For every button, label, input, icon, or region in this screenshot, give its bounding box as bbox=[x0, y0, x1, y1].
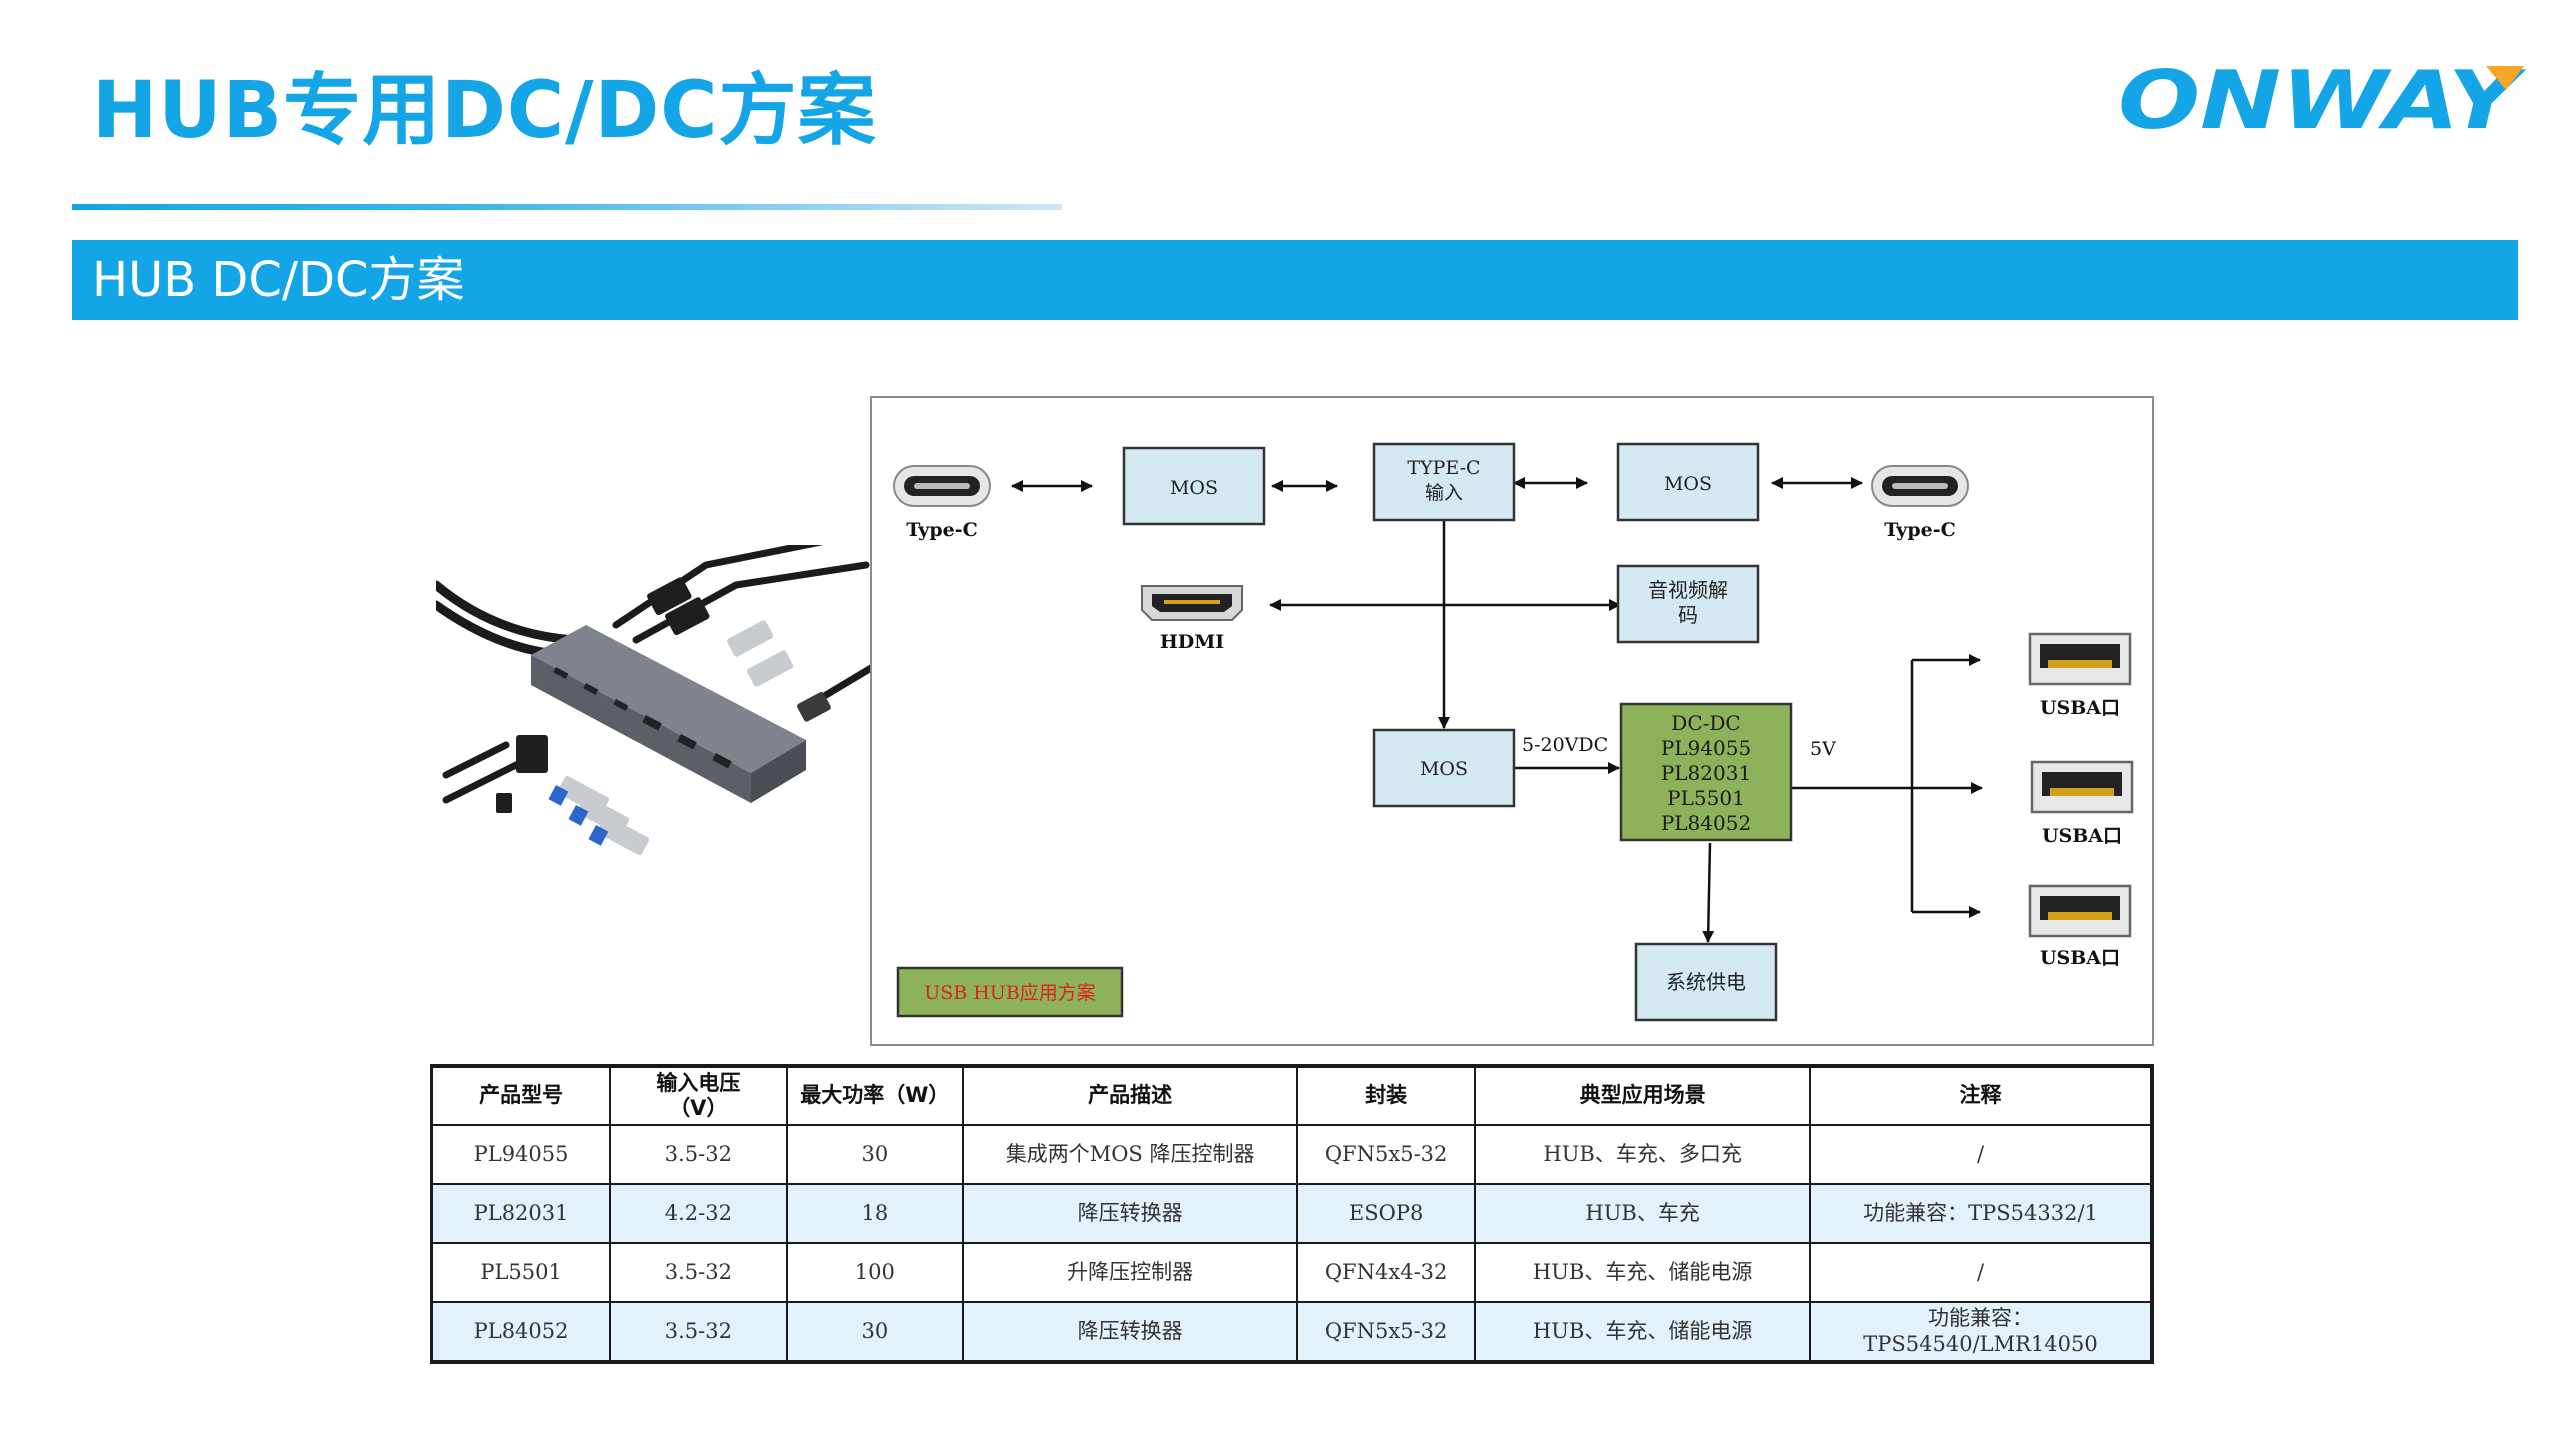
typec-left-icon bbox=[893, 465, 991, 507]
usba-label-2: USBA口 bbox=[2042, 825, 2122, 847]
block-diagram: Type-C Type-C HDMI MOS TYPE-C 输入 MOS 音视频… bbox=[870, 396, 2154, 1046]
cell-description: 降压转换器 bbox=[962, 1183, 1299, 1244]
table-row: PL82031 4.2-32 18 降压转换器 ESOP8 HUB、车充 功能兼… bbox=[430, 1183, 2153, 1244]
cell-model: PL5501 bbox=[430, 1242, 612, 1303]
mos-left-label: MOS bbox=[1170, 477, 1218, 499]
cell-application: HUB、车充、储能电源 bbox=[1474, 1242, 1812, 1303]
logo-accent-icon bbox=[2486, 66, 2524, 90]
section-title: HUB DC/DC方案 bbox=[92, 252, 465, 308]
cell-description: 升降压控制器 bbox=[962, 1242, 1299, 1303]
dcdc-line-2: PL94055 bbox=[1661, 736, 1751, 760]
cell-notes: 功能兼容：TPS54332/1 bbox=[1809, 1183, 2153, 1244]
dcdc-line-4: PL5501 bbox=[1667, 786, 1745, 810]
sd-card-icon bbox=[496, 735, 548, 813]
table-header-row: 产品型号 输入电压 （V） 最大功率（W） 产品描述 封装 典型应用场景 注释 bbox=[430, 1065, 2153, 1126]
typec-input-label-1: TYPE-C bbox=[1407, 457, 1480, 479]
cell-max-power: 100 bbox=[785, 1242, 965, 1303]
cell-model: PL94055 bbox=[430, 1124, 612, 1185]
typec-right-label: Type-C bbox=[1884, 519, 1955, 541]
av-decode-label-2: 码 bbox=[1678, 603, 1698, 627]
usba-port-1-icon bbox=[2028, 632, 2132, 686]
cell-description: 降压转换器 bbox=[962, 1301, 1299, 1363]
system-power-label: 系统供电 bbox=[1666, 970, 1746, 994]
header-notes: 注释 bbox=[1809, 1065, 2153, 1126]
table-row: PL84052 3.5-32 30 降压转换器 QFN5x5-32 HUB、车充… bbox=[430, 1301, 2153, 1363]
product-spec-table: 产品型号 输入电压 （V） 最大功率（W） 产品描述 封装 典型应用场景 注释 … bbox=[430, 1064, 2154, 1364]
cell-description: 集成两个MOS 降压控制器 bbox=[962, 1124, 1299, 1185]
hdmi-label: HDMI bbox=[1160, 631, 1224, 653]
cell-package: QFN5x5-32 bbox=[1296, 1301, 1477, 1363]
vout-label: 5V bbox=[1810, 738, 1836, 760]
usb-hub-product-image bbox=[436, 545, 876, 856]
cell-notes: / bbox=[1809, 1242, 2153, 1303]
cell-model: PL82031 bbox=[430, 1183, 612, 1244]
typec-right-icon bbox=[1871, 465, 1969, 507]
legend-box bbox=[896, 966, 1124, 1018]
av-decode-box bbox=[1616, 564, 1760, 644]
cell-max-power: 30 bbox=[785, 1124, 965, 1185]
table-row: PL5501 3.5-32 100 升降压控制器 QFN4x4-32 HUB、车… bbox=[430, 1242, 2153, 1303]
typec-left-label: Type-C bbox=[906, 519, 977, 541]
hdmi-port-icon bbox=[1141, 585, 1243, 621]
page-title: HUB专用DC/DC方案 bbox=[92, 66, 877, 156]
hdmi-plugs-icon bbox=[647, 577, 710, 636]
legend-label: USB HUB应用方案 bbox=[924, 982, 1096, 1004]
cell-notes: 功能兼容： TPS54540/LMR14050 bbox=[1809, 1301, 2153, 1363]
typec-input-box bbox=[1372, 442, 1516, 522]
header-package: 封装 bbox=[1296, 1065, 1477, 1126]
header-max-power: 最大功率（W） bbox=[785, 1065, 965, 1126]
mos-left-box bbox=[1122, 446, 1266, 526]
cell-input-voltage: 3.5-32 bbox=[609, 1242, 788, 1303]
cell-input-voltage: 3.5-32 bbox=[609, 1124, 788, 1185]
section-header: HUB DC/DC方案 bbox=[72, 240, 2518, 320]
cell-input-voltage: 4.2-32 bbox=[609, 1183, 788, 1244]
vin-range-label: 5-20VDC bbox=[1522, 734, 1608, 756]
mos-right-label: MOS bbox=[1664, 473, 1712, 495]
usba-port-3-icon bbox=[2028, 884, 2132, 938]
dcdc-line-3: PL82031 bbox=[1661, 761, 1751, 785]
cell-max-power: 30 bbox=[785, 1301, 965, 1363]
cell-input-voltage: 3.5-32 bbox=[609, 1301, 788, 1363]
usba-label-1: USBA口 bbox=[2040, 697, 2120, 719]
cell-model: PL84052 bbox=[430, 1301, 612, 1363]
cell-max-power: 18 bbox=[785, 1183, 965, 1244]
mos-mid-box bbox=[1372, 728, 1516, 808]
header-application: 典型应用场景 bbox=[1474, 1065, 1812, 1126]
hub-body-icon bbox=[531, 625, 806, 803]
dcdc-line-1: DC-DC bbox=[1671, 711, 1740, 735]
typec-input-label-2: 输入 bbox=[1425, 482, 1463, 504]
system-power-box bbox=[1634, 942, 1778, 1022]
cell-notes: / bbox=[1809, 1124, 2153, 1185]
dcdc-box bbox=[1619, 702, 1793, 842]
header-description: 产品描述 bbox=[962, 1065, 1299, 1126]
header-model: 产品型号 bbox=[430, 1065, 612, 1126]
usba-port-2-icon bbox=[2030, 760, 2134, 814]
usb-sticks-icon bbox=[548, 620, 831, 856]
usba-label-3: USBA口 bbox=[2040, 947, 2120, 969]
cell-application: HUB、车充、储能电源 bbox=[1474, 1301, 1812, 1363]
av-decode-label-1: 音视频解 bbox=[1648, 578, 1728, 602]
cell-application: HUB、车充 bbox=[1474, 1183, 1812, 1244]
table-row: PL94055 3.5-32 30 集成两个MOS 降压控制器 QFN5x5-3… bbox=[430, 1124, 2153, 1185]
logo-text: ONWAY bbox=[2118, 60, 2527, 140]
dcdc-line-5: PL84052 bbox=[1661, 811, 1751, 835]
cell-package: ESOP8 bbox=[1296, 1183, 1477, 1244]
mos-mid-label: MOS bbox=[1420, 758, 1468, 780]
header-input-voltage: 输入电压 （V） bbox=[609, 1065, 788, 1126]
cell-package: QFN4x4-32 bbox=[1296, 1242, 1477, 1303]
title-underline bbox=[72, 204, 1062, 210]
mos-right-box bbox=[1616, 442, 1760, 522]
link-dcdc-system bbox=[1702, 842, 1715, 943]
onway-logo: ONWAY bbox=[2118, 60, 2527, 140]
cell-application: HUB、车充、多口充 bbox=[1474, 1124, 1812, 1185]
cell-package: QFN5x5-32 bbox=[1296, 1124, 1477, 1185]
